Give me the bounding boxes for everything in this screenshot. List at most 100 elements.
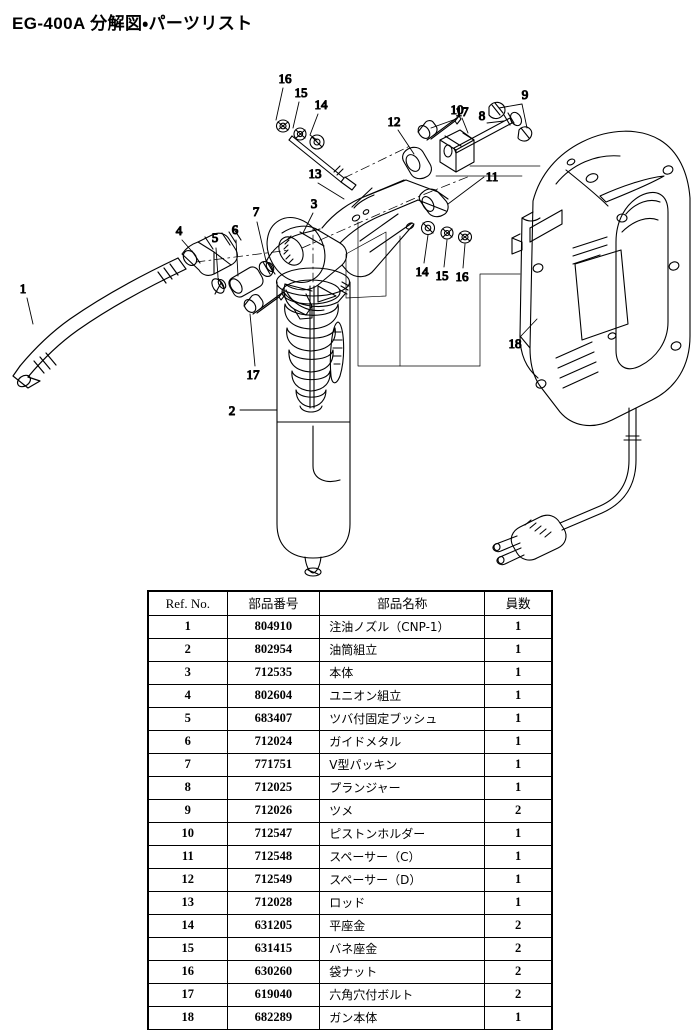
header-part-number: 部品番号 [226, 591, 321, 616]
part-guide-metal [228, 266, 264, 298]
exploded-diagram: 1 2 3 4 5 6 7 8 9 10 11 12 13 14 14 15 1… [0, 36, 700, 581]
cell-part-name: 六角穴付ボルト [319, 983, 486, 1007]
part-v-packing [258, 259, 276, 277]
cell-quantity: 1 [484, 753, 552, 777]
cell-quantity: 1 [484, 730, 552, 754]
cell-quantity: 1 [484, 638, 552, 662]
cell-ref: 5 [148, 707, 228, 731]
cell-part-name: ロッド [319, 891, 486, 915]
cell-part-number: 631415 [226, 937, 321, 961]
cell-quantity: 1 [484, 1006, 552, 1030]
cell-part-name: スペーサー（C） [319, 845, 486, 869]
cell-quantity: 1 [484, 615, 552, 639]
cell-ref: 10 [148, 822, 228, 846]
cell-ref: 3 [148, 661, 228, 685]
part-oil-cylinder [275, 267, 351, 577]
cell-part-name: 平座金 [319, 914, 486, 938]
part-spacer-c [418, 188, 449, 218]
cell-part-number: 802954 [226, 638, 321, 662]
cell-ref: 1 [148, 615, 228, 639]
cell-part-name: ツバ付固定ブッシュ [319, 707, 486, 731]
callout-3: 3 [311, 196, 318, 211]
cell-part-name: 注油ノズル（CNP-1） [319, 615, 486, 639]
part-spacer-d [402, 146, 432, 180]
cell-part-number: 682289 [226, 1006, 321, 1030]
cell-part-number: 683407 [226, 707, 321, 731]
cell-part-number: 804910 [226, 615, 321, 639]
callout-numbers: 1 2 3 4 5 6 7 8 9 10 11 12 13 14 14 15 1… [19, 70, 529, 418]
callout-1: 1 [20, 281, 27, 296]
header-quantity: 員数 [484, 591, 552, 616]
part-nozzle-hose [12, 257, 187, 389]
cell-ref: 15 [148, 937, 228, 961]
header-ref: Ref. No. [148, 591, 228, 616]
cell-quantity: 1 [484, 822, 552, 846]
cell-ref: 16 [148, 960, 228, 984]
cell-part-name: スペーサー（D） [319, 868, 486, 892]
cell-quantity: 2 [484, 914, 552, 938]
part-rod [288, 135, 357, 191]
cell-ref: 13 [148, 891, 228, 915]
callout-6: 6 [232, 222, 239, 237]
cell-ref: 6 [148, 730, 228, 754]
part-fasteners-lower-right [420, 220, 473, 244]
cell-quantity: 1 [484, 868, 552, 892]
callout-leaders [26, 87, 538, 411]
cell-part-number: 712025 [226, 776, 321, 800]
callout-14-lower: 14 [416, 264, 430, 279]
assembly-guide-lines [195, 145, 471, 283]
cell-part-number: 712547 [226, 822, 321, 846]
callout-15-lower: 15 [436, 268, 449, 283]
cell-part-name: バネ座金 [319, 937, 486, 961]
callout-16-lower: 16 [456, 269, 470, 284]
callout-9: 9 [522, 87, 529, 102]
callout-17-upper: 17 [456, 104, 470, 119]
part-plunger [453, 111, 523, 154]
cell-part-name: ピストンホルダー [319, 822, 486, 846]
cell-part-number: 712535 [226, 661, 321, 685]
part-hex-bolt-lower [243, 291, 286, 315]
cell-part-number: 712028 [226, 891, 321, 915]
callout-15-upper: 15 [295, 85, 308, 100]
page-title: EG-400A 分解図・パーツリスト [12, 14, 253, 33]
cell-ref: 11 [148, 845, 228, 869]
cell-part-name: 本体 [319, 661, 486, 685]
cell-part-name: 油筒組立 [319, 638, 486, 662]
cell-quantity: 1 [484, 845, 552, 869]
part-gun-body [511, 130, 691, 427]
cell-quantity: 2 [484, 799, 552, 823]
cell-quantity: 2 [484, 937, 552, 961]
callout-17-lower: 17 [247, 367, 261, 382]
part-claw [488, 101, 533, 142]
cell-part-name: ガイドメタル [319, 730, 486, 754]
cell-part-number: 771751 [226, 753, 321, 777]
cell-quantity: 1 [484, 707, 552, 731]
callout-16-upper: 16 [279, 71, 293, 86]
callout-5: 5 [212, 230, 219, 245]
cell-ref: 4 [148, 684, 228, 708]
callout-10: 10 [451, 102, 464, 117]
cell-quantity: 1 [484, 776, 552, 800]
cell-part-name: ユニオン組立 [319, 684, 486, 708]
cell-ref: 14 [148, 914, 228, 938]
cell-quantity: 1 [484, 891, 552, 915]
callout-13: 13 [309, 166, 322, 181]
callout-4: 4 [176, 223, 183, 238]
callout-11: 11 [486, 169, 499, 184]
cell-quantity: 1 [484, 684, 552, 708]
cell-quantity: 2 [484, 960, 552, 984]
header-row: Ref. No. 部品番号 部品名称 員数 [148, 591, 552, 616]
